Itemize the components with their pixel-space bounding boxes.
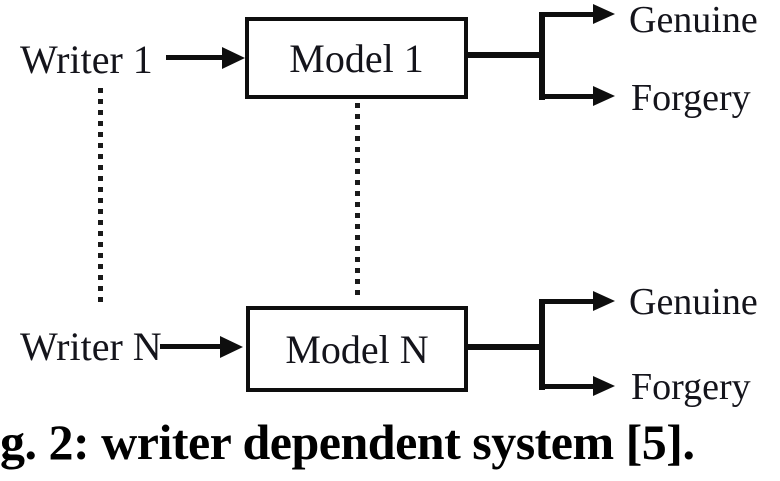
models-ellipsis-dotted-line [355,103,360,296]
model-n-fork-bar [539,299,545,390]
writer-n-label: Writer N [20,324,162,369]
model-n-forgery-arrowhead-icon [593,376,615,396]
forgery-n-label: Forgery [631,366,751,408]
model-n-out-connector [466,344,544,350]
writer-n-arrow-shaft [160,344,222,349]
writer-1-label: Writer 1 [20,37,153,82]
forgery-1-label: Forgery [631,77,751,119]
genuine-1-label: Genuine [629,0,758,41]
model-n-box: Model N [246,306,468,392]
writer-1-arrowhead-icon [222,47,245,69]
model-1-box: Model 1 [245,17,468,99]
model-1-forgery-arrow-shaft [539,94,595,99]
model-1-forgery-arrowhead-icon [593,86,615,106]
genuine-n-label: Genuine [629,281,758,323]
model-1-genuine-arrowhead-icon [593,4,615,24]
figure-caption: g. 2: writer dependent system [5]. [0,414,695,470]
model-n-genuine-arrow-shaft [539,299,595,304]
writer-n-arrowhead-icon [220,336,243,358]
model-1-fork-bar [539,12,545,100]
writer-1-arrow-shaft [166,55,224,60]
model-n-forgery-arrow-shaft [539,384,595,389]
writers-ellipsis-dotted-line [98,88,103,304]
model-n-genuine-arrowhead-icon [593,291,615,311]
model-1-genuine-arrow-shaft [539,12,595,17]
model-n-label: Model N [285,326,429,372]
model-1-out-connector [466,52,544,58]
model-1-label: Model 1 [289,35,424,81]
